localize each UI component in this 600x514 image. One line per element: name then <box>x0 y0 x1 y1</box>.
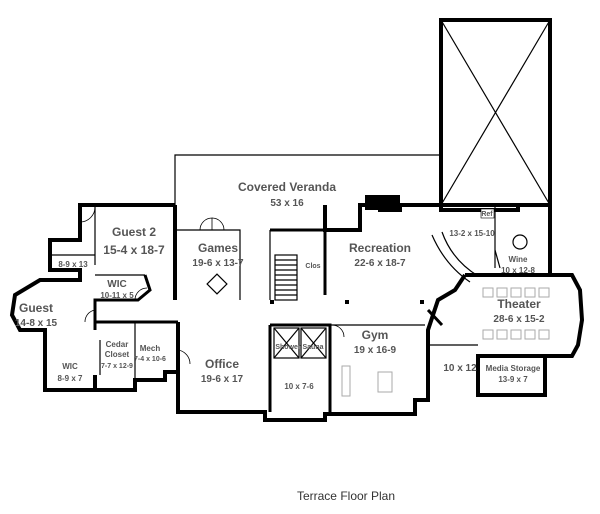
wine-table <box>512 234 528 250</box>
mech-size: 7-4 x 10-6 <box>134 356 166 363</box>
columns <box>270 300 424 304</box>
shower-sauna <box>273 327 327 359</box>
covered-veranda-size: 53 x 16 <box>270 198 304 209</box>
games-size: 19-6 x 13-7 <box>192 258 244 269</box>
recreation-size: 22-6 x 18-7 <box>354 258 406 269</box>
wine-size: 10 x 12-8 <box>501 266 535 275</box>
cedar-closet-label-1: Cedar <box>106 340 129 349</box>
wine-label: Wine <box>508 255 528 264</box>
media-storage-size: 13-9 x 7 <box>498 375 528 384</box>
media-storage-label: Media Storage <box>486 364 541 373</box>
storage-size: 10 x 12 <box>443 363 477 374</box>
theater-size: 28-6 x 15-2 <box>493 314 545 325</box>
spa-bath-size: 10 x 7-6 <box>284 382 314 391</box>
plan-title: Terrace Floor Plan <box>297 489 395 503</box>
office-size: 19-6 x 17 <box>201 374 244 385</box>
guest2-label: Guest 2 <box>112 225 156 239</box>
gym-size: 19 x 16-9 <box>354 345 397 356</box>
mech-label: Mech <box>140 344 161 353</box>
bar-counter <box>431 231 479 283</box>
staircase <box>274 254 298 301</box>
cedar-closet-size: 7-7 x 12-9 <box>101 363 133 370</box>
wic-lower-size: 8-9 x 7 <box>58 374 83 383</box>
theater-seats <box>482 287 550 340</box>
dining-table <box>206 273 228 295</box>
wic-upper-size: 10-11 x 5 <box>100 291 134 300</box>
shower-label: Shower <box>275 344 301 351</box>
games-label: Games <box>198 241 238 255</box>
sauna-label: Sauna <box>302 344 323 351</box>
clos-label: Clos <box>305 263 320 270</box>
interior-walls <box>50 205 501 414</box>
covered-veranda-outline <box>174 154 442 205</box>
guest-label: Guest <box>19 301 53 315</box>
ref-label: Ref <box>481 211 493 218</box>
wic-lower-label: WIC <box>62 362 78 371</box>
guest-size: 14-8 x 15 <box>15 318 58 329</box>
bar-size: 13-2 x 15-10 <box>449 229 495 238</box>
guest2-bath-size: 8-9 x 13 <box>58 260 88 269</box>
doors <box>79 206 345 365</box>
refrigerator <box>480 208 495 219</box>
gym-equipment <box>341 365 393 397</box>
theater-label: Theater <box>497 297 541 311</box>
gym-label: Gym <box>362 328 389 342</box>
open-to-below-box <box>439 18 552 207</box>
covered-veranda-label: Covered Veranda <box>238 180 336 194</box>
cedar-closet-label-2: Closet <box>105 350 130 359</box>
office-label: Office <box>205 357 239 371</box>
recreation-label: Recreation <box>349 241 411 255</box>
exterior-walls <box>9 195 585 422</box>
wic-upper-label: WIC <box>107 279 126 290</box>
guest2-size: 15-4 x 18-7 <box>103 243 165 257</box>
